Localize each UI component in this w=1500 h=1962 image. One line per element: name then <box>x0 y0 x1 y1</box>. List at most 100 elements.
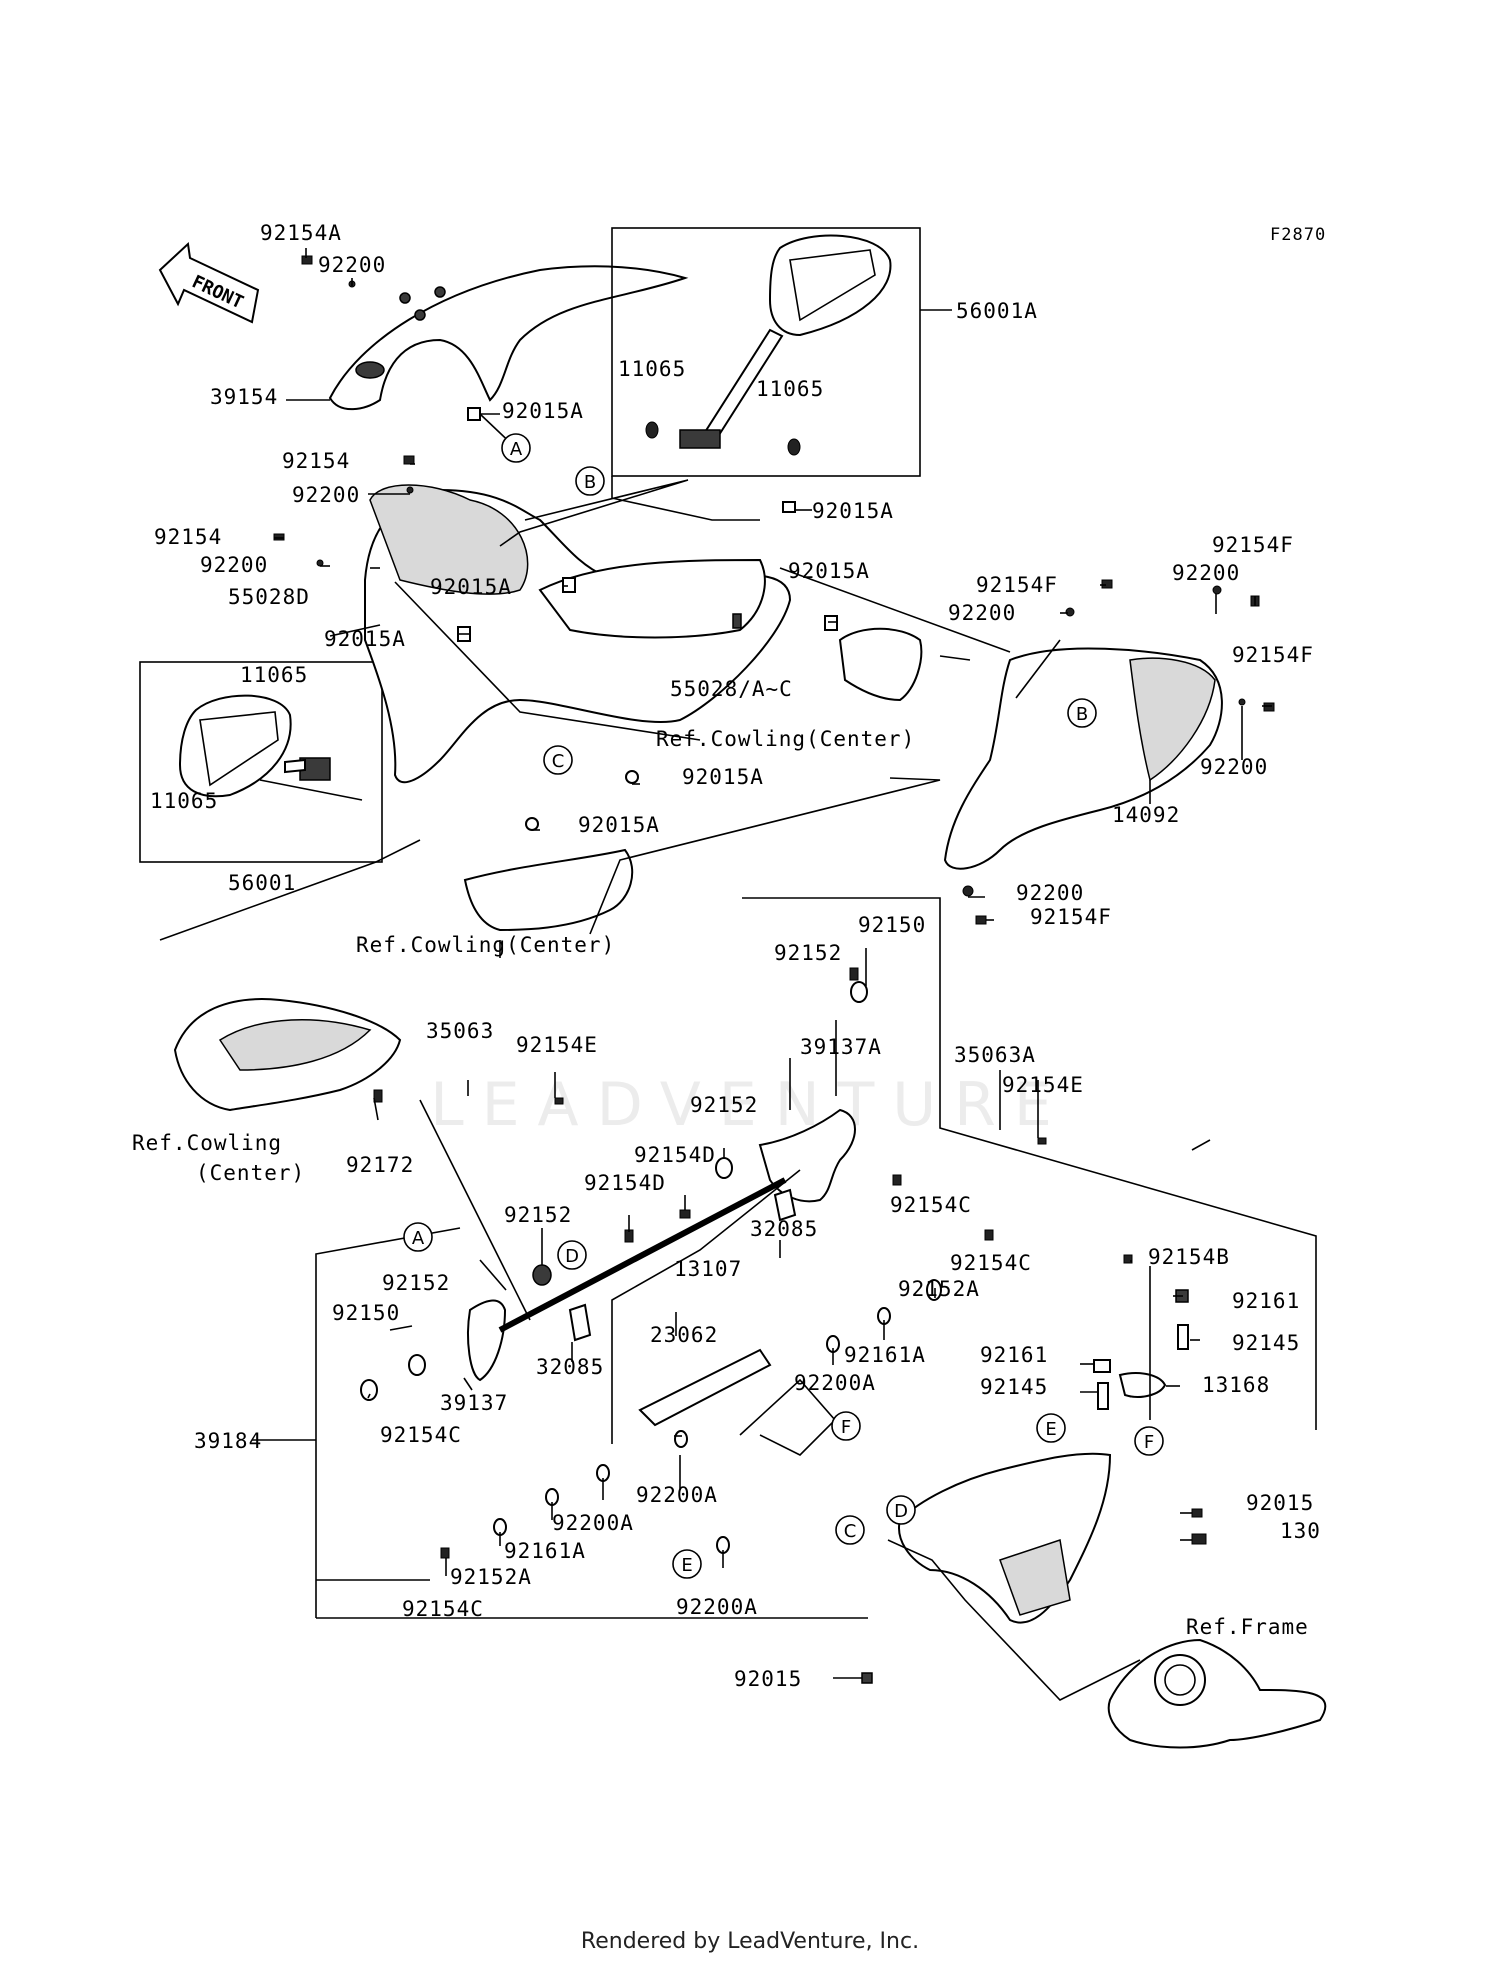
bracket-32085-b <box>568 1303 592 1342</box>
part-label: 56001A <box>956 299 1038 323</box>
part-label: 39137 <box>440 1391 508 1415</box>
callout-b-2: B <box>1067 698 1097 728</box>
part-label: 92154E <box>516 1033 598 1057</box>
svg-text:B: B <box>584 472 596 493</box>
part-label: 39184 <box>194 1429 262 1453</box>
callout-c-1: C <box>543 745 573 775</box>
part-label: 92015A <box>430 575 512 599</box>
part-label: 92200 <box>292 483 360 507</box>
front-arrow-icon: FRONT <box>158 241 260 324</box>
part-label: 92154F <box>1030 905 1112 929</box>
part-label: 92154 <box>154 525 222 549</box>
bracket-32085-a <box>773 1188 797 1222</box>
bracket-39137 <box>467 1299 507 1382</box>
part-label: 92154A <box>260 221 342 245</box>
part-label: 92200 <box>318 253 386 277</box>
part-label: 39137A <box>800 1035 882 1059</box>
footer-text: Rendered by LeadVenture, Inc. <box>581 1929 919 1954</box>
frame-bracket-shade <box>999 1539 1071 1616</box>
part-label: 92154 <box>282 449 350 473</box>
part-label: 92172 <box>346 1153 414 1177</box>
part-label: 92161A <box>844 1343 926 1367</box>
part-label: 92015A <box>788 559 870 583</box>
watermark: LEADVENTURE <box>430 1070 1070 1140</box>
part-label: 92200A <box>636 1483 718 1507</box>
ref-label: (Center) <box>196 1161 305 1185</box>
part-labels: 92154A 92200 39154 92015A 56001A 11065 1… <box>132 221 1320 1691</box>
callout-c-2: C <box>835 1515 865 1545</box>
callout-e-1: E <box>1036 1413 1066 1443</box>
part-label: 92154F <box>1232 643 1314 667</box>
diagram-code: F2870 <box>1270 225 1326 245</box>
part-label: 92154F <box>1212 533 1294 557</box>
part-label: 92200A <box>794 1371 876 1395</box>
part-label: 11065 <box>150 789 218 813</box>
part-label: 92200A <box>676 1595 758 1619</box>
part-label: 92161 <box>980 1343 1048 1367</box>
part-label: 92200 <box>1172 561 1240 585</box>
part-label: 92154C <box>950 1251 1032 1275</box>
part-label: 92154F <box>976 573 1058 597</box>
callout-e-2: E <box>672 1549 702 1579</box>
part-label: 55028/A~C <box>670 677 793 701</box>
mirror-right <box>679 234 892 449</box>
ref-label: Ref.Cowling <box>132 1131 282 1155</box>
part-label: 23062 <box>650 1323 718 1347</box>
part-label: 92200 <box>1200 755 1268 779</box>
frame-ring <box>1154 1654 1206 1706</box>
svg-text:B: B <box>1076 704 1088 725</box>
part-label: 92154D <box>584 1171 666 1195</box>
part-label: 35063 <box>426 1019 494 1043</box>
svg-text:E: E <box>681 1555 692 1576</box>
part-label: 92015 <box>1246 1491 1314 1515</box>
part-label: 92015A <box>812 499 894 523</box>
side-panel-shade <box>1129 657 1216 782</box>
frame-bracket <box>898 1452 1112 1624</box>
ref-cowling-piece-3-shade <box>218 1019 372 1071</box>
callout-a-2: A <box>403 1222 433 1252</box>
frame-ref <box>1107 1638 1327 1749</box>
inner-cowl-panel <box>369 484 529 595</box>
svg-text:C: C <box>844 1521 857 1542</box>
part-label: 92015A <box>324 627 406 651</box>
callout-d-2: D <box>886 1495 916 1525</box>
part-label: 11065 <box>756 377 824 401</box>
part-label: 92161A <box>504 1539 586 1563</box>
part-label: 92015A <box>682 765 764 789</box>
part-label: 92152 <box>690 1093 758 1117</box>
callout-a-1: A <box>501 433 531 463</box>
bracket-13168 <box>1118 1372 1167 1398</box>
leader-lines <box>159 248 1272 1701</box>
stay-23062 <box>638 1348 772 1427</box>
part-label: 92154C <box>890 1193 972 1217</box>
ref-label: Ref.Cowling(Center) <box>356 933 615 957</box>
callout-b-1: B <box>575 466 605 496</box>
part-label: 92154E <box>1002 1073 1084 1097</box>
part-label: 92015A <box>578 813 660 837</box>
part-label: 92152A <box>898 1277 980 1301</box>
svg-text:E: E <box>1045 1419 1056 1440</box>
part-label: 32085 <box>750 1217 818 1241</box>
svg-text:C: C <box>552 751 565 772</box>
part-label: 13168 <box>1202 1373 1270 1397</box>
svg-text:F: F <box>841 1417 851 1438</box>
cowl-hole <box>434 286 446 298</box>
part-label: 92161 <box>1232 1289 1300 1313</box>
cowl-hole <box>355 361 385 379</box>
ref-label: Ref.Frame <box>1186 1615 1309 1639</box>
stay-box-top-right <box>742 897 1317 1430</box>
part-label: 92015 <box>734 1667 802 1691</box>
rod-13107 <box>498 1177 787 1333</box>
part-label: 92150 <box>858 913 926 937</box>
cowl-hole <box>414 309 426 321</box>
part-label: 11065 <box>618 357 686 381</box>
part-label: 92200 <box>200 553 268 577</box>
callout-f-1: F <box>831 1411 861 1441</box>
part-label: 92145 <box>980 1375 1048 1399</box>
ref-cowling-piece-1 <box>838 627 923 702</box>
svg-text:F: F <box>1144 1432 1154 1453</box>
part-label: 39154 <box>210 385 278 409</box>
part-label: 92200 <box>948 601 1016 625</box>
part-label: 92015A <box>502 399 584 423</box>
